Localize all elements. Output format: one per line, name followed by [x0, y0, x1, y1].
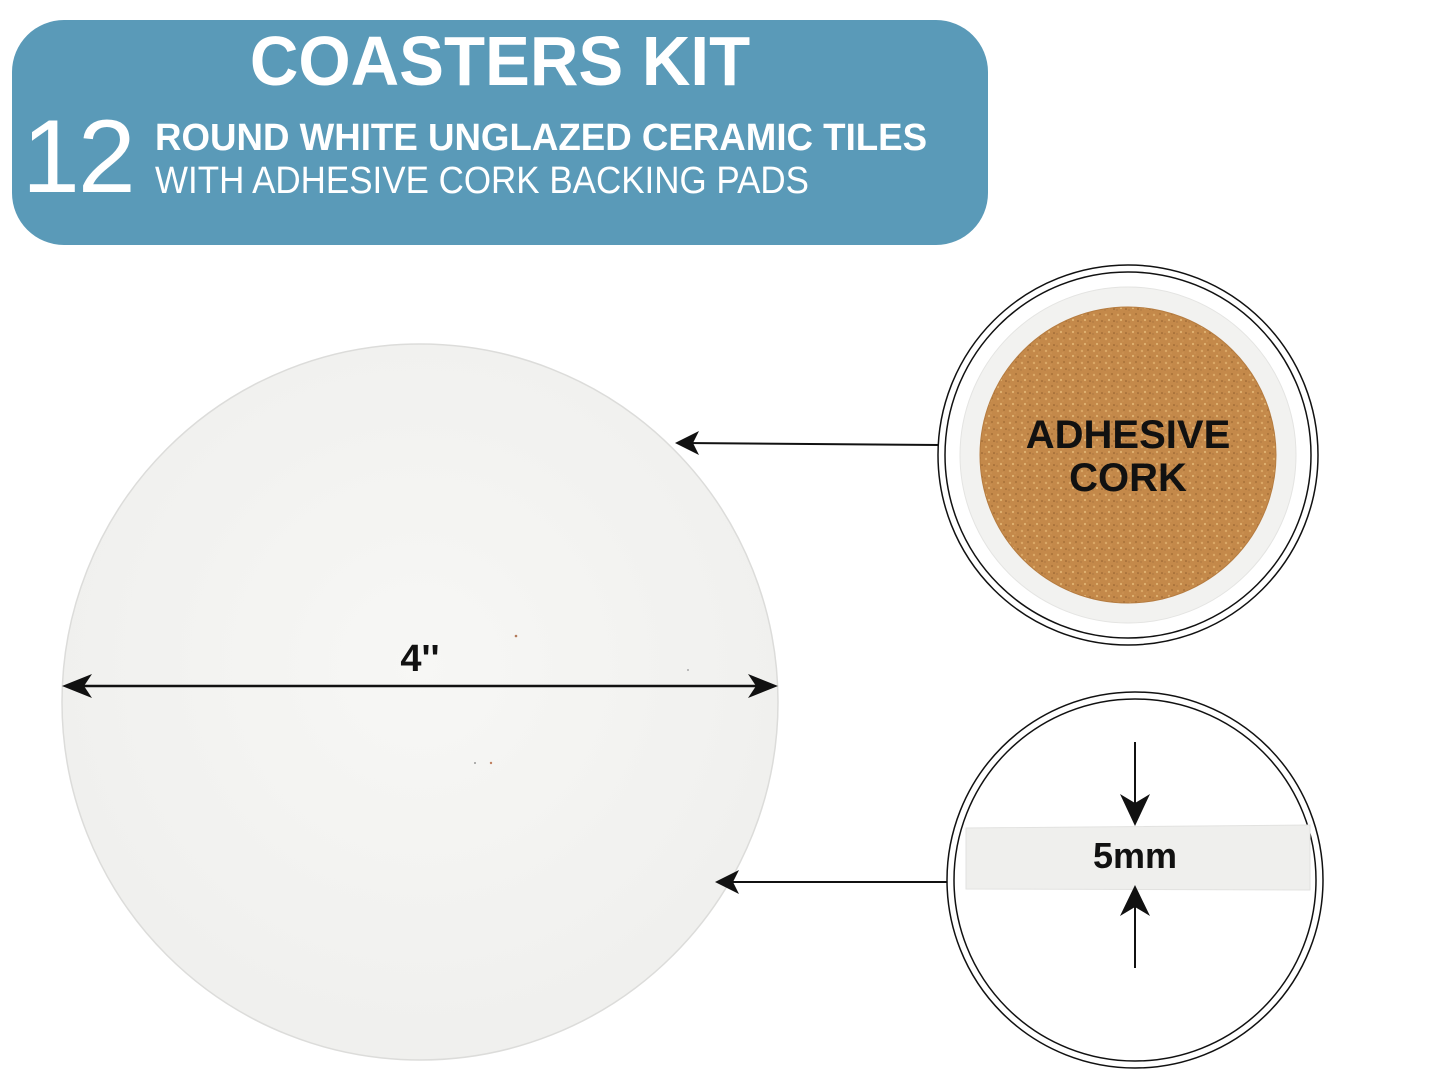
cork-pointer-arrow-icon: [675, 431, 941, 455]
cork-label-line2: CORK: [1069, 456, 1187, 501]
banner-title: COASTERS KIT: [249, 22, 751, 100]
cork-label-line1: ADHESIVE: [1025, 413, 1231, 457]
header-banner: [12, 20, 988, 245]
thickness-label: 5mm: [1092, 835, 1178, 876]
diameter-arrow-icon: [62, 674, 778, 698]
thickness-detail-callout: [946, 691, 1324, 1069]
cork-detail-callout: [937, 264, 1319, 646]
ceramic-tile: [61, 343, 779, 1061]
cork-label: ADHESIVE CORK: [1000, 413, 1256, 501]
banner-count: 12: [22, 99, 136, 215]
banner-subtitle-line2: WITH ADHESIVE CORK BACKING PADS: [155, 160, 810, 202]
thickness-pointer-arrow-icon: [715, 870, 948, 894]
banner-subtitle-line1: ROUND WHITE UNGLAZED CERAMIC TILES: [155, 117, 928, 159]
diameter-label: 4'': [400, 638, 440, 680]
